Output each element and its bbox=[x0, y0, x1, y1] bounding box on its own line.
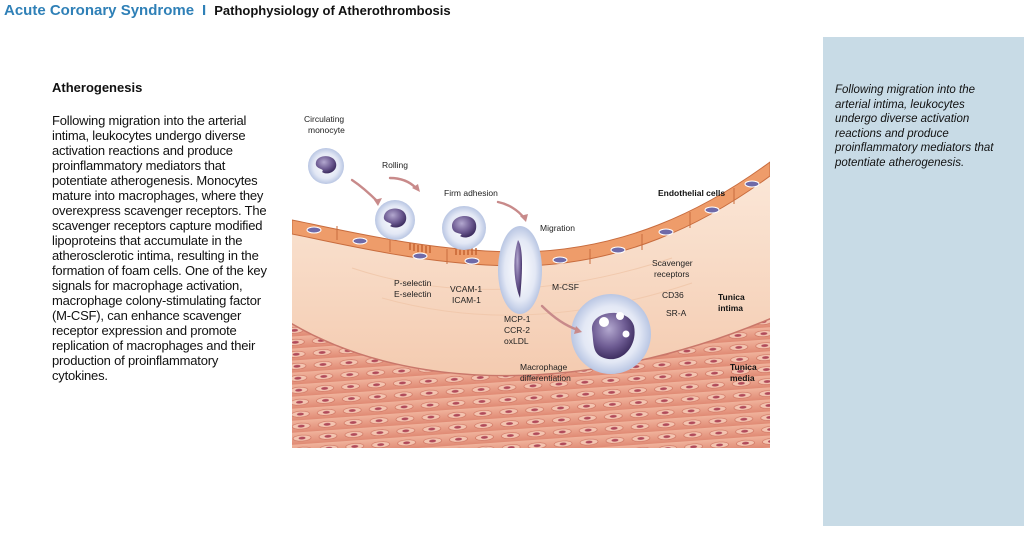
label-vcam: VCAM-1 bbox=[450, 284, 482, 294]
endothelial-boundaries bbox=[336, 188, 735, 264]
body-text: Following migration into the arterial in… bbox=[52, 113, 267, 383]
header-subtitle: Pathophysiology of Atherothrombosis bbox=[214, 2, 451, 18]
label-endothelial-cells: Endothelial cells bbox=[658, 188, 725, 198]
label-rolling: Rolling bbox=[382, 160, 408, 170]
header: Acute Coronary Syndrome I Pathophysiolog… bbox=[0, 0, 451, 20]
side-panel: Following migration into the arterial in… bbox=[823, 37, 1024, 526]
label-sr-a: SR-A bbox=[666, 308, 687, 318]
side-panel-text: Following migration into the arterial in… bbox=[835, 84, 994, 169]
label-tunica-intima-1: Tunica bbox=[718, 292, 745, 302]
endothelial-nuclei bbox=[306, 180, 760, 265]
label-differentiation: differentiation bbox=[520, 373, 571, 383]
section-title: Atherogenesis bbox=[52, 80, 143, 95]
header-title: Acute Coronary Syndrome bbox=[4, 1, 195, 19]
label-migration: Migration bbox=[540, 223, 575, 233]
label-circulating: Circulating bbox=[304, 114, 344, 124]
label-icam: ICAM-1 bbox=[452, 295, 481, 305]
endothelium-band bbox=[292, 161, 770, 267]
adhered-monocyte bbox=[442, 206, 486, 250]
macrophage bbox=[571, 294, 651, 374]
diagram-svg: Circulating monocyte Rolling Firm adhesi… bbox=[292, 114, 770, 448]
arrow-heads bbox=[374, 184, 582, 334]
intima-fiber bbox=[381, 282, 693, 316]
label-mcp1: MCP-1 bbox=[504, 314, 531, 324]
label-tunica-media-1: Tunica bbox=[730, 362, 757, 372]
label-e-selectin: E-selectin bbox=[394, 289, 432, 299]
label-tunica-intima-2: intima bbox=[718, 303, 743, 313]
label-ccr2: CCR-2 bbox=[504, 325, 530, 335]
label-oxldl: oxLDL bbox=[504, 336, 529, 346]
migrating-monocyte bbox=[498, 226, 542, 314]
label-firm-adhesion: Firm adhesion bbox=[444, 188, 498, 198]
label-tunica-media-2: media bbox=[730, 373, 755, 383]
label-mcsf: M-CSF bbox=[552, 282, 579, 292]
label-cd36: CD36 bbox=[662, 290, 684, 300]
rolling-monocyte bbox=[375, 200, 415, 240]
label-p-selectin: P-selectin bbox=[394, 278, 432, 288]
label-monocyte: monocyte bbox=[308, 125, 345, 135]
circulating-monocyte bbox=[308, 148, 344, 184]
label-scavenger: Scavenger bbox=[652, 258, 693, 268]
atherogenesis-diagram: Circulating monocyte Rolling Firm adhesi… bbox=[292, 108, 770, 448]
header-separator: I bbox=[202, 1, 207, 19]
label-macrophage: Macrophage bbox=[520, 362, 568, 372]
tunica-media-layer bbox=[292, 318, 770, 448]
label-receptors: receptors bbox=[654, 269, 689, 279]
